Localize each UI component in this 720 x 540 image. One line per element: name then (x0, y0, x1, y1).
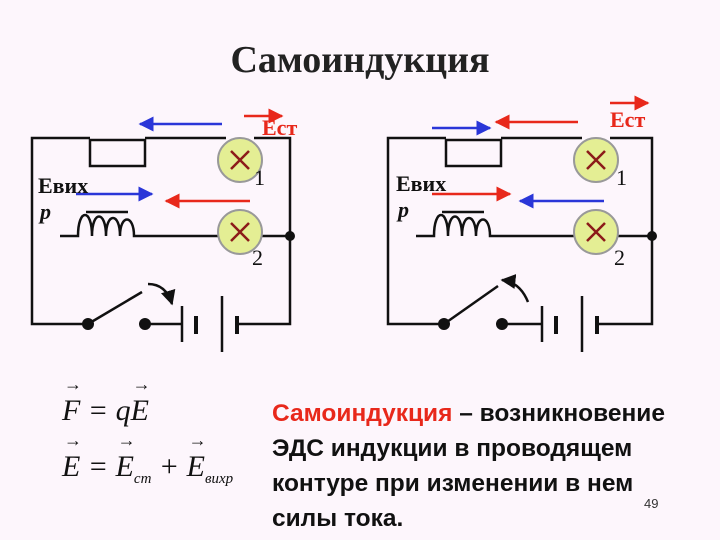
wire-left (30, 160, 88, 326)
circuit-right (386, 136, 654, 352)
label-evihr: Eвих (396, 171, 447, 196)
label-evihr-2: р (398, 197, 409, 222)
resistor (444, 138, 503, 168)
definition-term: Самоиндукция (272, 400, 453, 427)
circuit-right-nodes (438, 231, 657, 330)
page-number: 49 (644, 496, 659, 511)
lamp-1-label: 1 (616, 165, 627, 190)
inductor-coil (60, 214, 140, 238)
slide-title: Самоиндукция (230, 39, 490, 81)
inductor-coil (416, 214, 496, 238)
switch-blade (87, 290, 143, 326)
label-evihr-2: р (40, 199, 51, 224)
definition-text: Самоиндукция – возникновение ЭДС индукци… (272, 396, 692, 536)
label-ecm: Eст (610, 107, 646, 132)
formula-field: E = Eст + Eвихр (62, 430, 233, 488)
lamp-2-label: 2 (614, 245, 625, 270)
lamp-1-label: 1 (254, 165, 265, 190)
circuit-left (30, 136, 292, 352)
formula-force: F = qE (62, 374, 151, 428)
switch-arrow (147, 282, 176, 306)
switch-arrow (500, 274, 530, 303)
switch-blade (443, 284, 499, 326)
resistor (88, 138, 147, 168)
lamp-2-label: 2 (252, 245, 263, 270)
label-ecm: Eст (262, 115, 298, 140)
circuit-left-nodes (82, 231, 295, 330)
definition-body: – возникновение ЭДС индукции в проводяще… (272, 400, 665, 532)
label-evihr: Eвих (38, 173, 89, 198)
